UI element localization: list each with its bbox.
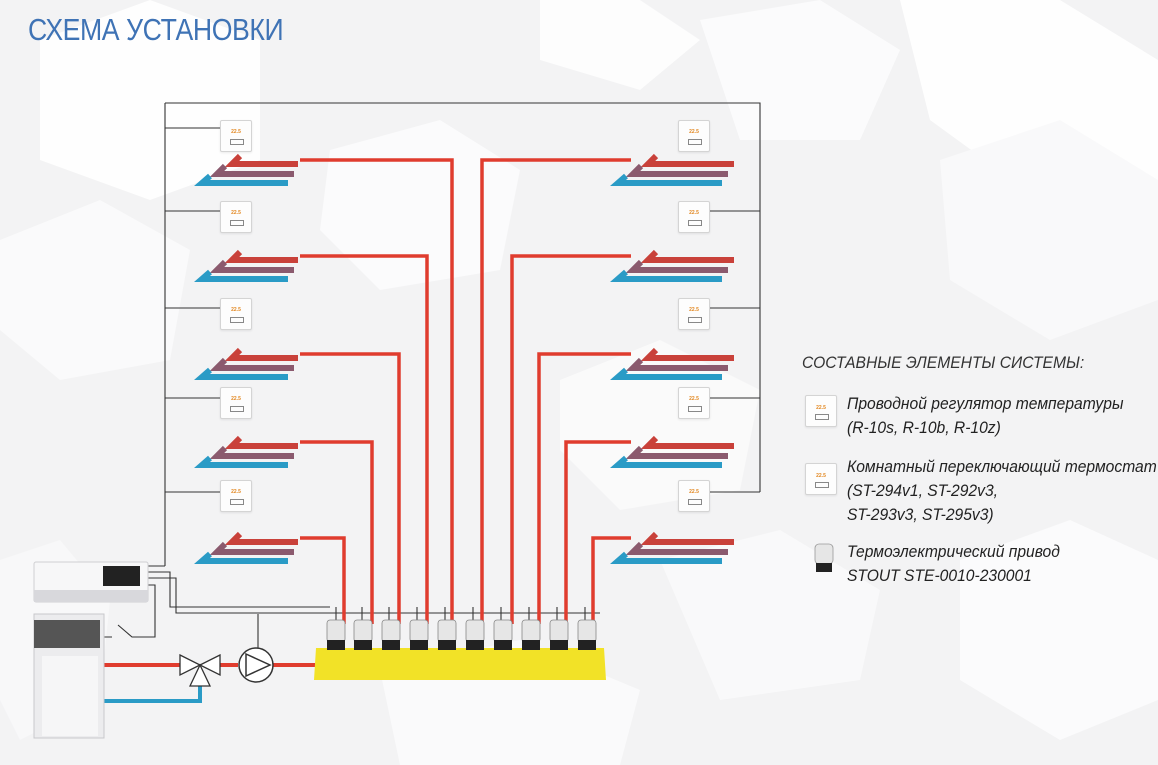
legend-item-text: Проводной регулятор температуры (R-10s, … [847, 394, 1124, 437]
actuators [326, 619, 597, 650]
manifold [314, 648, 606, 680]
boiler [33, 613, 105, 739]
main-controller [33, 561, 149, 603]
legend-item-text: Термоэлектрический привод STOUT STE-0010… [847, 542, 1060, 585]
thermostat: 22.5 [678, 387, 710, 419]
legend-title: СОСТАВНЫЕ ЭЛЕМЕНТЫ СИСТЕМЫ: [802, 353, 1085, 372]
thermostat: 22.5 [220, 387, 252, 419]
thermostat: 22.5 [678, 298, 710, 330]
wired-thermostat-icon: 22.5 [805, 395, 837, 427]
room-thermostat-icon: 22.5 [805, 463, 837, 495]
thermostat: 22.5 [678, 480, 710, 512]
control-wiring [100, 102, 761, 648]
boiler-return-pipe [104, 686, 202, 703]
page-title: СХЕМА УСТАНОВКИ [28, 12, 284, 47]
actuator-icon [814, 543, 834, 572]
thermostat: 22.5 [678, 120, 710, 152]
legend-item-text: Комнатный переключающий термостат (ST-29… [847, 457, 1157, 524]
thermostat: 22.5 [220, 480, 252, 512]
thermostat: 22.5 [220, 298, 252, 330]
loop-supply-lines [300, 158, 631, 624]
heating-loops-right [610, 153, 734, 564]
thermostat: 22.5 [220, 201, 252, 233]
thermostat: 22.5 [678, 201, 710, 233]
circulation-pump [238, 647, 274, 683]
three-way-valve [179, 653, 221, 687]
thermostat: 22.5 [220, 120, 252, 152]
heating-loops-left [194, 153, 298, 564]
